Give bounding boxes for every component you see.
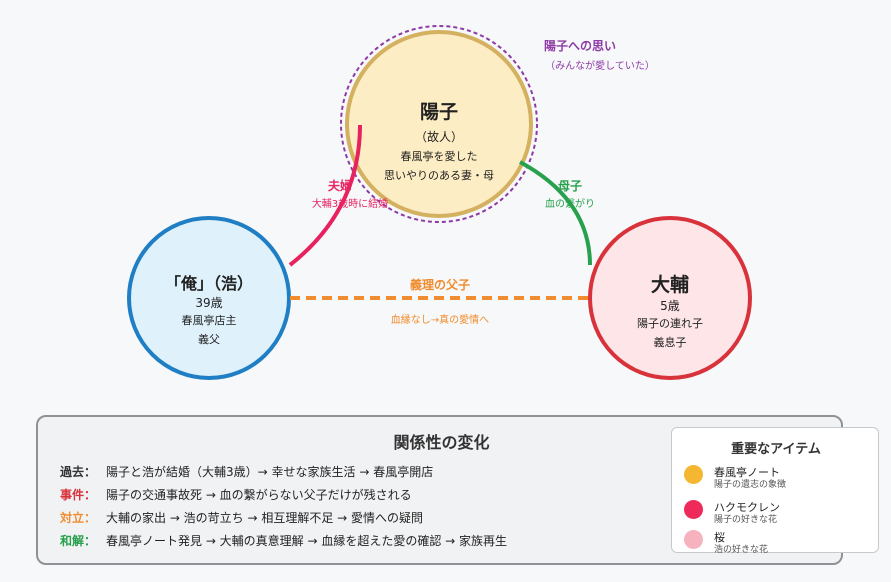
annotation-subtitle: （みんなが愛していた） [545,61,655,72]
change-row: 対立： 大輔の家出 → 浩の苛立ち → 相互理解不足 → 愛情への疑問 [60,509,423,526]
daisuke-age: 5歳 [660,299,680,313]
ore-age: 39歳 [195,296,223,310]
change-text: 春風亭ノート発見 → 大輔の真意理解 → 血縁を超えた愛の確認 → 家族再生 [106,534,508,548]
annotation-title: 陽子への思い [543,39,616,53]
yoko-desc-2: 思いやりのある妻・母 [384,169,494,182]
couple-sublabel: 大輔3歳時に結婚 [311,199,389,210]
step-sublabel: 血縁なし→真の愛情へ [390,315,490,326]
daisuke-role-2: 義息子 [653,336,687,349]
magnolia-dot-icon [684,500,703,519]
change-text: 陽子の交通事故死 → 血の繋がらない父子だけが残される [106,488,412,502]
yoko-circle [345,30,533,218]
notebook-dot-icon [684,465,703,484]
step-label: 義理の父子 [409,278,470,292]
change-text: 陽子と浩が結婚（大輔3歳）→ 幸せな家族生活 → 春風亭開店 [106,465,434,479]
yoko-name: 陽子 [419,101,458,123]
change-key: 過去： [60,465,97,479]
daisuke-node: 大輔 5歳 陽子の連れ子 義息子 [600,270,740,352]
legend-item-sub: 陽子の遺志の象徴 [714,480,787,490]
daisuke-name: 大輔 [650,274,689,296]
change-key: 対立： [60,511,97,525]
yoko-status: （故人） [414,130,463,144]
ore-name: 「俺」（浩） [164,274,253,293]
change-row: 過去： 陽子と浩が結婚（大輔3歳）→ 幸せな家族生活 → 春風亭開店 [60,463,433,480]
yoko-desc: 春風亭を愛した 思いやりのある妻・母 [364,147,514,185]
yoko-desc-1: 春風亭を愛した [400,150,478,163]
change-title: 関係性の変化 [393,433,490,452]
legend-item-sub: 浩の好きな花 [714,545,769,555]
couple-line [288,124,362,267]
ore-role-2: 義父 [198,333,220,346]
sakura-dot-icon [684,530,703,549]
yoko-node: 陽子 （故人） [369,97,509,145]
ore-node: 「俺」（浩） 39歳 春風亭店主 義父 [139,270,279,349]
ore-circle [127,216,291,380]
change-text: 大輔の家出 → 浩の苛立ち → 相互理解不足 → 愛情への疑問 [106,511,424,525]
change-row: 和解： 春風亭ノート発見 → 大輔の真意理解 → 血縁を超えた愛の確認 → 家族再… [60,532,507,549]
couple-label: 夫婦 [327,179,352,193]
legend-title: 重要なアイテム [731,442,821,457]
yoko-halo [340,25,538,223]
mother-child-label: 母子 [557,179,582,193]
items-legend: 重要なアイテム 春風亭ノート 陽子の遺志の象徴 ハクモクレン 陽子の好きな花 桜… [671,427,879,555]
change-key: 事件： [60,488,97,502]
change-key: 和解： [60,534,97,548]
change-row: 事件： 陽子の交通事故死 → 血の繋がらない父子だけが残される [60,486,412,503]
daisuke-circle [588,216,752,380]
legend-item-label: ハクモクレン [714,501,780,514]
legend-item-label: 桜 [714,531,725,544]
legend-item-sub: 陽子の好きな花 [714,515,778,525]
mother-child-sublabel: 血の繋がり [545,199,595,210]
ore-role-1: 春風亭店主 [181,314,237,327]
mother-child-line [519,160,592,266]
daisuke-role-1: 陽子の連れ子 [637,317,703,330]
legend-item-label: 春風亭ノート [714,466,780,479]
